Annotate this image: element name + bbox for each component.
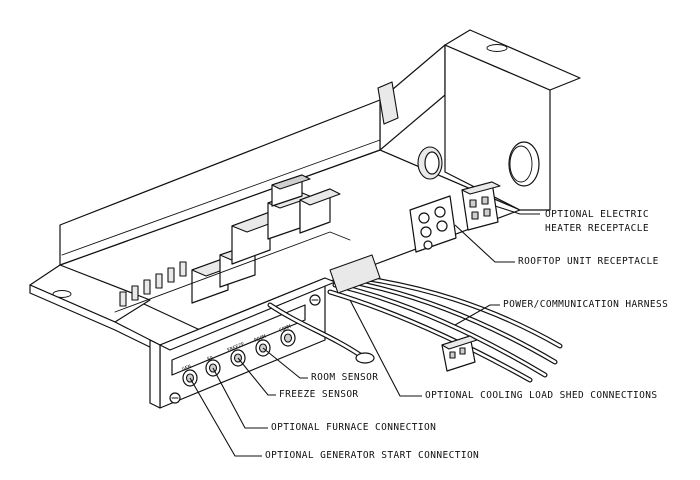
- panel-label-strip: [171, 304, 306, 376]
- front-panel-side: [149, 339, 161, 409]
- label-text: OPTIONAL FURNACE CONNECTION: [271, 422, 437, 433]
- leader-heater-receptacle: [494, 205, 540, 215]
- label-optional-generator-start-connection: OPTIONAL GENERATOR START CONNECTION: [265, 449, 479, 463]
- jack-comm-core: [283, 333, 293, 343]
- label-text: ROOFTOP UNIT RECEPTACLE: [518, 256, 659, 267]
- leader-lines: [189, 205, 540, 457]
- back-wall-bracket: [377, 81, 399, 125]
- heater-pin: [471, 211, 479, 220]
- spade-terminal: [143, 279, 151, 295]
- room-sensor-probe: [355, 352, 375, 364]
- label-line: OPTIONAL ELECTRIC: [545, 209, 650, 220]
- rooftop-pin: [420, 226, 432, 238]
- rooftop-pin: [436, 220, 448, 232]
- back-wall-lip: [61, 139, 381, 256]
- label-text: ROOM SENSOR: [311, 372, 379, 383]
- relay-5-top: [299, 188, 341, 206]
- spade-terminal: [119, 291, 127, 307]
- strain-relief: [329, 254, 381, 294]
- label-text: OPTIONAL GENERATOR START CONNECTION: [265, 450, 480, 461]
- label-optional-electric-heater-receptacle: OPTIONAL ELECTRIC HEATER RECEPTACLE: [545, 208, 649, 236]
- leader-freeze-sensor: [237, 357, 276, 396]
- pcb-header-top: [271, 174, 311, 190]
- label-text: POWER/COMMUNICATION HARNESS: [503, 299, 669, 310]
- spade-terminal: [155, 273, 163, 289]
- connector-pin: [449, 351, 456, 359]
- flange-slot: [486, 44, 508, 52]
- heater-pin: [481, 196, 489, 205]
- leader-cooling-load-shed: [349, 299, 422, 397]
- leader-generator: [189, 377, 262, 457]
- connector-pin: [459, 347, 466, 355]
- label-rooftop-unit-receptacle: ROOFTOP UNIT RECEPTACLE: [518, 255, 659, 269]
- pcb-outline: [114, 231, 351, 313]
- leader-room-sensor: [262, 347, 308, 379]
- label-optional-furnace-connection: OPTIONAL FURNACE CONNECTION: [271, 421, 436, 435]
- label-line: HEATER RECEPTACLE: [545, 223, 650, 234]
- label-room-sensor: ROOM SENSOR: [311, 371, 378, 385]
- spade-terminal: [167, 267, 175, 283]
- heater-pin: [469, 199, 477, 208]
- box-top-flange: [444, 29, 581, 91]
- heater-receptacle-top: [461, 181, 501, 195]
- leader-furnace: [212, 367, 268, 429]
- harness-connector-top: [441, 335, 478, 350]
- front-panel: [149, 277, 336, 409]
- spade-terminal: [179, 261, 187, 277]
- label-text: OPTIONAL COOLING LOAD SHED CONNECTIONS: [425, 390, 658, 401]
- left-mount-hole: [52, 290, 72, 298]
- label-optional-cooling-load-shed-connections: OPTIONAL COOLING LOAD SHED CONNECTIONS: [425, 389, 658, 403]
- leader-power-harness: [454, 304, 500, 326]
- knockout-hole-inner: [509, 145, 533, 183]
- knockout-hole: [508, 141, 540, 187]
- label-power-communication-harness: POWER/COMMUNICATION HARNESS: [503, 298, 668, 312]
- box-housing: [29, 29, 581, 353]
- receptacles: [409, 181, 501, 253]
- label-text: FREEZE SENSOR: [279, 389, 359, 400]
- rooftop-pin: [418, 212, 430, 224]
- wire-harness: [267, 254, 563, 383]
- panel-jacks: [182, 329, 296, 387]
- circuit-components: [114, 174, 351, 313]
- leader-rooftop-receptacle: [454, 224, 515, 263]
- back-wall-grommet-hole: [424, 151, 440, 175]
- heater-pin: [483, 208, 491, 217]
- rooftop-pin: [423, 240, 433, 250]
- rooftop-pin: [434, 206, 446, 218]
- spade-terminals: [119, 261, 187, 307]
- label-freeze-sensor: FREEZE SENSOR: [279, 388, 359, 402]
- spade-terminal: [131, 285, 139, 301]
